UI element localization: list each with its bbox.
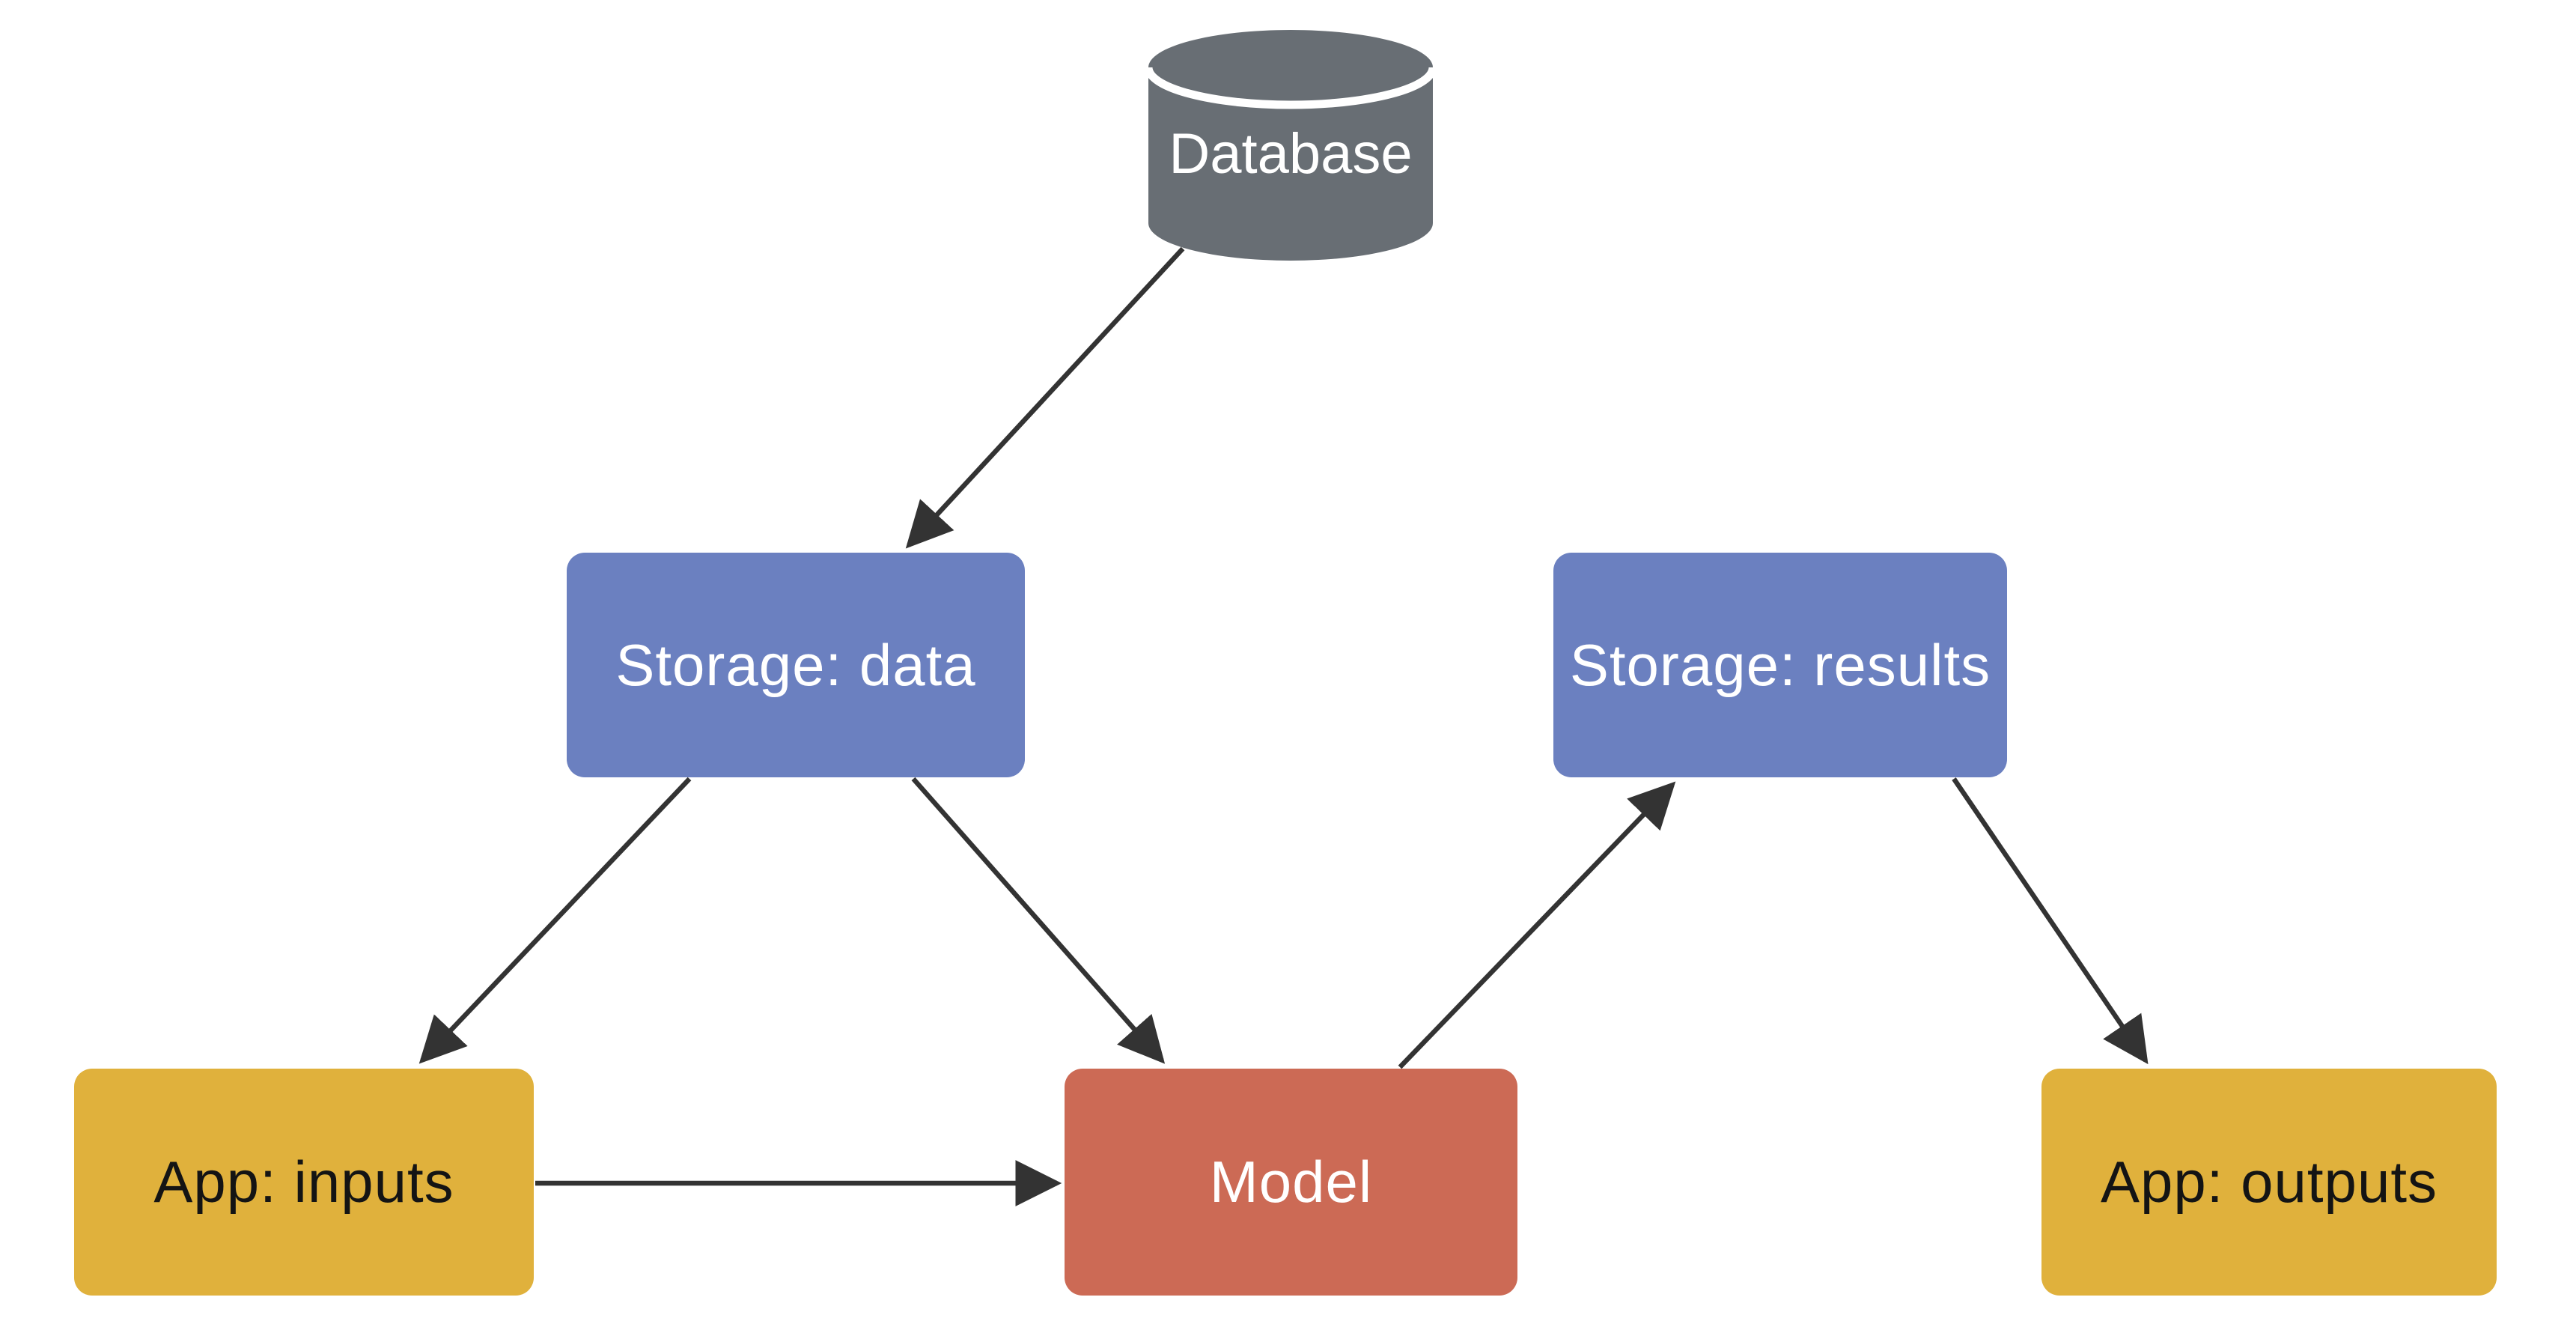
node-storage-data: Storage: data xyxy=(567,553,1025,777)
node-model: Model xyxy=(1065,1069,1517,1296)
node-label: App: outputs xyxy=(2101,1149,2438,1215)
node-app-inputs: App: inputs xyxy=(74,1069,534,1296)
cylinder-lid-arc xyxy=(1144,67,1437,109)
node-label: Storage: data xyxy=(615,631,976,698)
node-database-label: Database xyxy=(1141,112,1440,195)
node-app-outputs: App: outputs xyxy=(2041,1069,2497,1296)
cylinder-body xyxy=(1148,30,1433,261)
database-cylinder-icon xyxy=(1144,30,1437,261)
node-storage-results: Storage: results xyxy=(1553,553,2007,777)
node-label: Database xyxy=(1169,121,1413,186)
node-label: Storage: results xyxy=(1569,631,1991,698)
node-label: App: inputs xyxy=(153,1149,454,1215)
node-label: Model xyxy=(1209,1149,1373,1215)
